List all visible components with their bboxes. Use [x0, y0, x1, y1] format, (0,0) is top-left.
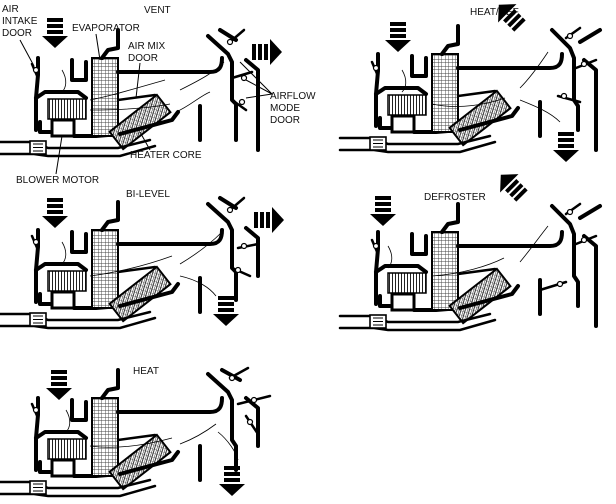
label-airflow-mode-door: AIRFLOW MODE DOOR: [270, 91, 316, 126]
svg-text:MODE: MODE: [270, 103, 300, 114]
svg-text:DOOR: DOOR: [270, 115, 300, 126]
panel-defroster: DEFROSTER: [338, 165, 602, 332]
panel-heat-def: HEAT/DEF: [338, 0, 602, 162]
label-air-mix-door: AIR MIX DOOR: [128, 41, 166, 64]
panel-heat: HEAT: [0, 366, 272, 498]
svg-text:AIR MIX: AIR MIX: [128, 41, 166, 52]
label-blower-motor: BLOWER MOTOR: [16, 175, 99, 186]
label-evaporator: EVAPORATOR: [72, 23, 140, 34]
svg-text:AIR: AIR: [2, 4, 19, 15]
panel-bi-level: BI-LEVEL: [0, 189, 284, 330]
panel-title-heat: HEAT: [133, 366, 159, 377]
label-air-intake-door: AIR INTAKE DOOR: [2, 4, 38, 39]
panel-title-vent: VENT: [144, 5, 171, 16]
svg-text:DOOR: DOOR: [128, 53, 158, 64]
svg-text:DOOR: DOOR: [2, 28, 32, 39]
svg-text:INTAKE: INTAKE: [2, 16, 38, 27]
panel-title-bi-level: BI-LEVEL: [126, 189, 170, 200]
svg-text:AIRFLOW: AIRFLOW: [270, 91, 316, 102]
panel-vent: VENT AIR INTAKE DOOR EVAPORATOR: [0, 4, 316, 186]
panel-title-defroster: DEFROSTER: [424, 192, 486, 203]
label-heater-core: HEATER CORE: [130, 150, 202, 161]
panel-title-heat-def: HEAT/DEF: [470, 7, 519, 18]
